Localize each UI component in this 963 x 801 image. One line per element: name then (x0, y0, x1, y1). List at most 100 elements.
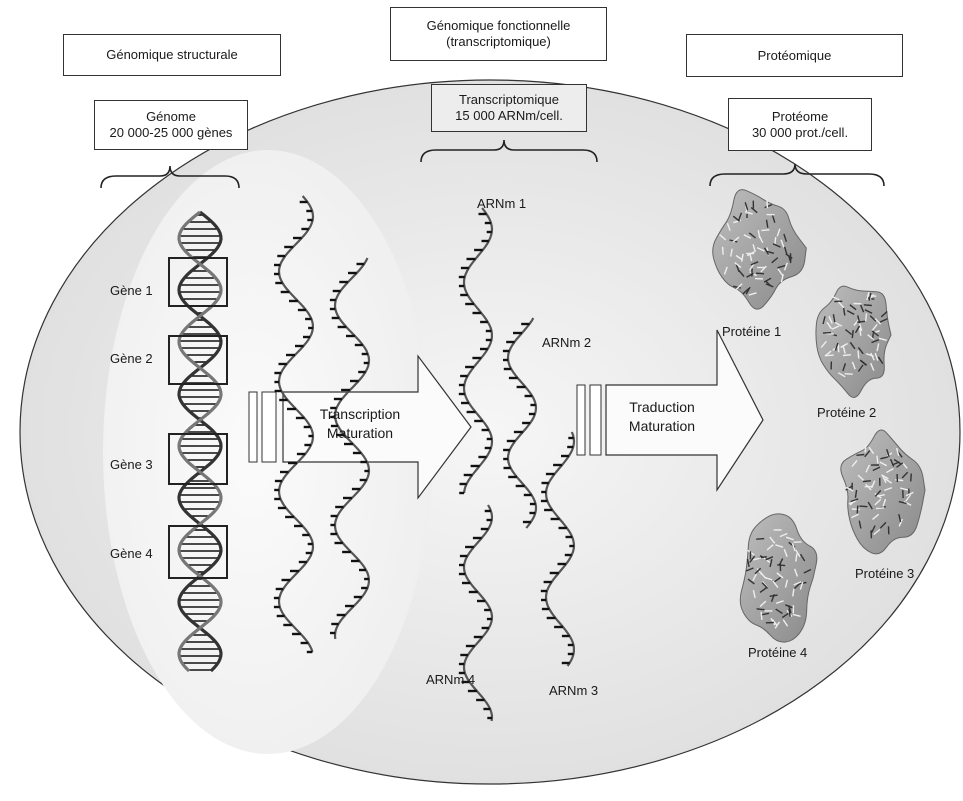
protein-texture (760, 612, 770, 616)
protein-texture (856, 505, 859, 514)
protein-texture (769, 559, 773, 568)
proteome-count: 30 000 prot./cell. (751, 124, 849, 140)
protein-texture (761, 582, 769, 589)
transcription-label: Transcription (319, 406, 401, 422)
protein-texture (842, 345, 846, 354)
protein-texture (746, 251, 755, 257)
protein-texture (780, 239, 785, 248)
arrow-bar-2 (589, 384, 602, 456)
protein-label-2: Protéine 2 (817, 405, 877, 420)
protein-texture (900, 487, 909, 491)
transcriptome-brace (420, 139, 598, 163)
protein-texture (857, 346, 864, 355)
transcription-arrow (248, 354, 472, 500)
mrna-strand-3 (540, 431, 576, 667)
protein-texture (770, 617, 776, 626)
protein-texture (903, 500, 912, 506)
protein-texture (783, 246, 788, 255)
protein-texture (879, 521, 887, 529)
dna-backbone (177, 210, 223, 673)
protein-texture (732, 236, 740, 243)
protein-shape-3 (840, 429, 926, 555)
protein-texture (755, 272, 765, 275)
protein-texture (732, 285, 741, 289)
genomic-strand-a (273, 195, 315, 654)
protein-texture (884, 478, 893, 484)
mrna-strand-1 (458, 207, 494, 495)
protein-texture (756, 537, 765, 540)
protein-texture (771, 618, 778, 627)
protein-outline (815, 285, 892, 398)
protein-texture (779, 532, 788, 538)
protein-texture (849, 341, 856, 350)
protein-texture (773, 576, 782, 583)
protein-texture (886, 467, 894, 474)
protein-texture (895, 447, 900, 456)
protein-texture (898, 518, 904, 527)
protein-texture (765, 219, 769, 228)
protein-texture (763, 277, 772, 283)
protein-texture (783, 548, 788, 557)
mrna-label-2: ARNm 2 (542, 335, 592, 350)
protein-texture (864, 309, 873, 314)
protein-texture (872, 513, 880, 520)
structural-genomics-header: Génomique structurale (63, 34, 281, 76)
protein-texture (759, 600, 767, 608)
functional-genomics-label: Génomique fonctionnelle (426, 18, 571, 33)
protein-texture (878, 337, 887, 341)
protein-texture (732, 215, 741, 222)
protein-texture (858, 323, 863, 332)
gene-box-4 (168, 525, 228, 579)
protein-texture (849, 304, 857, 311)
protein-texture (760, 611, 763, 620)
protein-texture (837, 372, 846, 378)
arrow-bar-1 (576, 384, 586, 456)
protein-texture (874, 490, 882, 497)
dna-backbone (177, 210, 223, 673)
protein-texture (752, 573, 758, 582)
protein-texture (792, 613, 801, 617)
protein-texture (842, 363, 847, 372)
protein-texture (880, 456, 889, 460)
protein-texture (851, 459, 858, 468)
protein-texture (845, 486, 854, 492)
protein-texture (870, 525, 876, 534)
protein-texture (756, 608, 765, 611)
protein-texture (859, 505, 868, 508)
protein-texture (876, 455, 879, 464)
protein-texture (858, 520, 862, 529)
protein-texture (896, 462, 904, 468)
transcription-maturation-label: Maturation (326, 425, 394, 441)
protein-texture (905, 494, 912, 502)
protein-texture (771, 257, 779, 264)
protein-texture (881, 474, 889, 480)
protein-texture (782, 619, 789, 627)
protein-texture (777, 264, 786, 269)
protein-texture (764, 203, 773, 209)
gene-box-2 (168, 335, 228, 385)
mrna-label-4: ARNm 4 (426, 672, 476, 687)
protein-texture (862, 480, 871, 483)
protein-texture (785, 536, 794, 541)
protein-texture (758, 235, 764, 244)
protein-texture (831, 295, 840, 301)
protein-texture (831, 325, 840, 330)
protein-texture (774, 237, 777, 246)
protein-texture (868, 292, 872, 301)
arrow-bar-2 (261, 391, 277, 463)
protein-texture (870, 352, 875, 361)
protein-texture (851, 513, 859, 519)
protein-texture (872, 466, 881, 472)
protein-texture (881, 475, 887, 484)
protein-texture (857, 350, 860, 359)
protein-texture (726, 222, 731, 231)
protein-texture (895, 479, 904, 482)
strand-backbone (277, 195, 315, 653)
protein-texture (760, 265, 767, 273)
protein-texture (857, 474, 865, 482)
protein-texture (874, 498, 882, 506)
protein-texture (844, 328, 853, 336)
protein-texture (898, 500, 907, 505)
protein-texture (799, 581, 804, 590)
